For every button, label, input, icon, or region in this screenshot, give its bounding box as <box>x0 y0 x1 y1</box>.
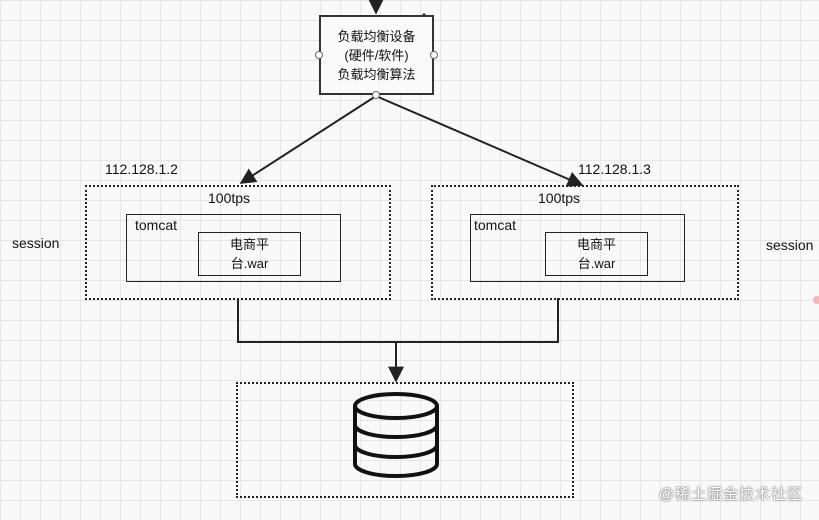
server-2-tomcat-box[interactable] <box>470 214 685 282</box>
server-2-ip: 112.128.1.3 <box>578 161 651 177</box>
database-box[interactable] <box>236 382 574 498</box>
load-balancer-line-3: 负载均衡算法 <box>337 66 416 82</box>
server-1-tomcat-label: tomcat <box>135 217 178 233</box>
server-1-session-label: session <box>12 235 60 251</box>
server-2-tomcat-label: tomcat <box>474 217 517 233</box>
database-icon <box>353 392 439 478</box>
arrow-to-server-2 <box>375 95 584 187</box>
server-2-war-box[interactable]: 电商平 台.war <box>545 232 648 276</box>
connector-server-1-db <box>237 298 396 343</box>
selection-handle-right[interactable] <box>430 51 438 59</box>
server-2-tps: 100tps <box>538 190 581 206</box>
server-2-war-line-1: 电商平 <box>576 237 616 252</box>
server-1-war-box[interactable]: 电商平 台.war <box>198 232 301 276</box>
server-1-war-line-1: 电商平 <box>229 237 269 252</box>
selection-handle-bottom[interactable] <box>372 91 380 99</box>
connector-server-2-db <box>396 298 559 343</box>
server-2-box[interactable] <box>431 185 739 300</box>
server-1-tps: 100tps <box>208 190 251 206</box>
scroll-indicator <box>813 296 819 304</box>
load-balancer-line-2: (硬件/软件) <box>344 47 409 63</box>
server-2-session-label: session <box>766 237 814 253</box>
arrow-to-server-1 <box>239 95 377 184</box>
load-balancer-line-1: 负载均衡设备 <box>337 28 416 44</box>
server-2-war-line-2: 台.war <box>577 256 616 271</box>
server-1-ip: 112.128.1.2 <box>105 161 178 177</box>
server-1-tomcat-box[interactable] <box>126 214 341 282</box>
load-balancer-box[interactable]: 负载均衡设备 (硬件/软件) 负载均衡算法 <box>319 15 434 95</box>
watermark: @稀土掘金技术社区 <box>658 486 803 503</box>
server-1-war-line-2: 台.war <box>230 256 269 271</box>
server-1-box[interactable] <box>85 185 391 300</box>
selection-handle-left[interactable] <box>315 51 323 59</box>
